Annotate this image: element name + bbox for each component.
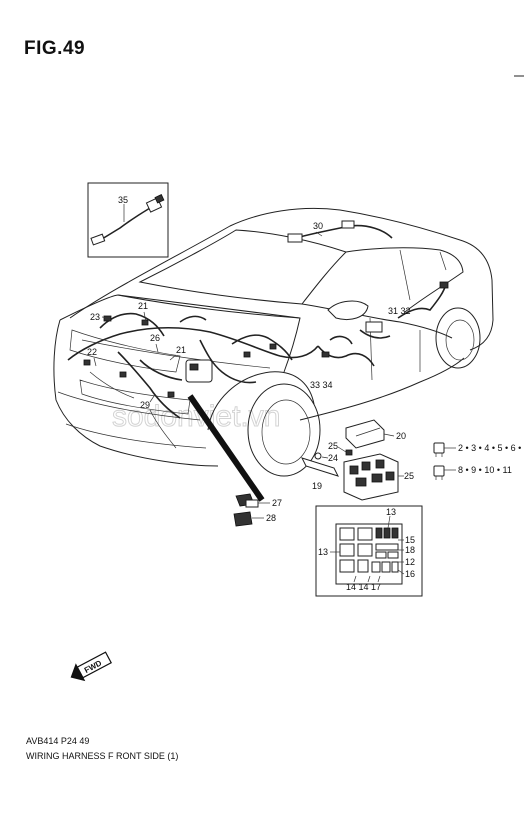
figure-label: FIG.49	[24, 38, 86, 59]
callout-13b: 13	[318, 547, 328, 557]
callout-15: 15	[405, 535, 415, 545]
car-body-outline	[53, 207, 494, 477]
callout-12: 12	[405, 557, 415, 567]
roof-harness	[287, 220, 393, 243]
callout-33-34: 33 34	[310, 380, 333, 390]
part-20-module	[345, 419, 395, 449]
callout-25a: 25	[328, 441, 338, 451]
callout-26: 26	[150, 333, 160, 343]
fuse-box-inset	[315, 505, 423, 597]
part-24-bolt	[314, 452, 322, 460]
part-28-holder	[233, 511, 264, 527]
relay-8-11	[433, 465, 456, 480]
part-25-clip	[345, 449, 353, 456]
callout-19: 19	[312, 481, 322, 491]
callout-16: 16	[405, 569, 415, 579]
callout-18: 18	[405, 545, 415, 555]
diagram-code: AVB414 P24 49	[26, 736, 90, 746]
callout-14-14-17: 14 14 17	[346, 582, 381, 592]
callout-21a: 21	[138, 301, 148, 311]
callout-13a: 13	[386, 507, 396, 517]
door-harness	[359, 281, 449, 339]
callout-24: 24	[328, 453, 338, 463]
callout-28: 28	[266, 513, 276, 523]
callout-27: 27	[272, 498, 282, 508]
inset-pointer	[187, 394, 265, 502]
fwd-arrow-icon: FWD	[70, 651, 112, 682]
part-27-holder	[235, 493, 270, 508]
callout-2-7: 2 • 3 • 4 • 5 • 6 • 7	[458, 443, 524, 453]
callout-31-32: 31 32	[388, 306, 411, 316]
part-35-inset	[87, 182, 169, 258]
callout-22: 22	[87, 347, 97, 357]
relay-2-7	[433, 442, 456, 457]
callout-25b: 25	[404, 471, 414, 481]
callout-35: 35	[118, 195, 128, 205]
callout-29: 29	[140, 400, 150, 410]
callout-20: 20	[396, 431, 406, 441]
junction-block	[343, 453, 404, 501]
callout-21b: 21	[176, 345, 186, 355]
floor-harness	[317, 335, 375, 367]
diagram-caption: WIRING HARNESS F RONT SIDE (1)	[26, 751, 179, 761]
callout-30: 30	[313, 221, 323, 231]
callout-8-11: 8 • 9 • 10 • 11	[458, 465, 512, 475]
part-19-bracket	[301, 457, 339, 477]
front-harness	[67, 312, 319, 449]
callout-23: 23	[90, 312, 100, 322]
